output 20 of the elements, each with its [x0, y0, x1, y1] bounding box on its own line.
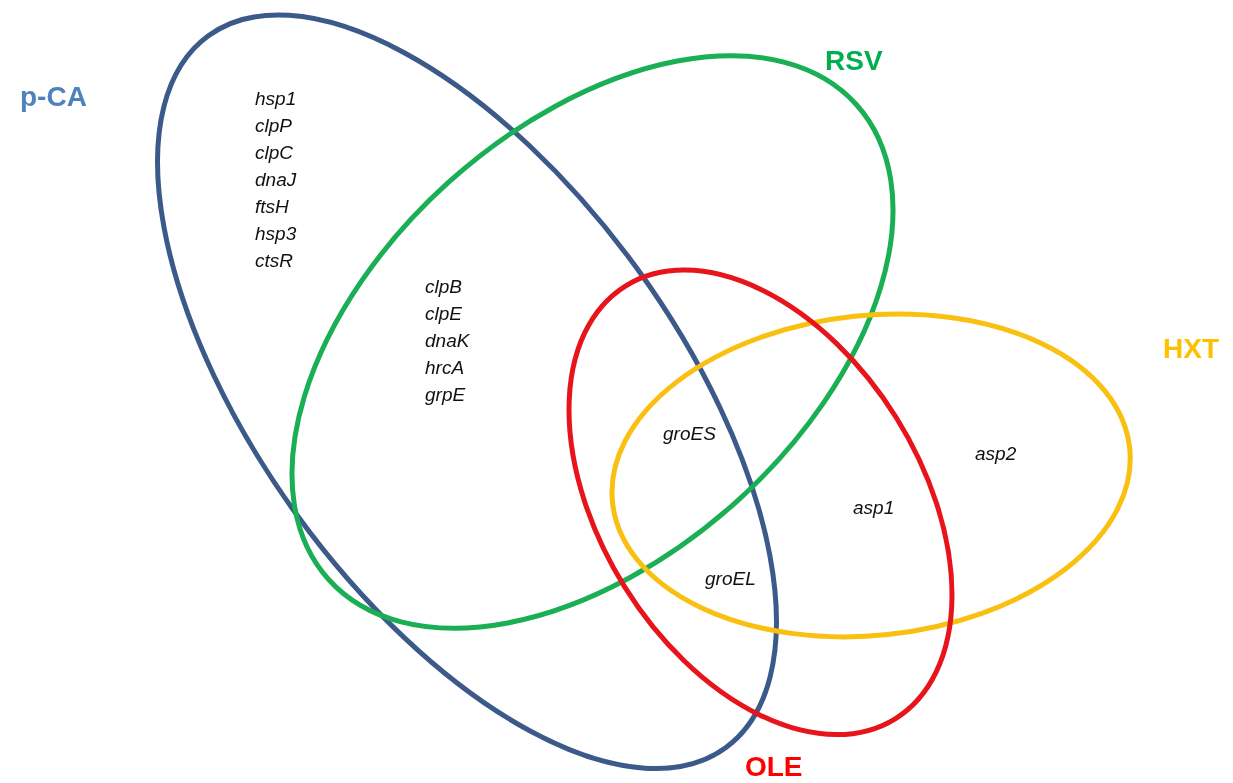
set-label: HXT — [1163, 334, 1219, 364]
gene-name: grpE — [425, 384, 466, 406]
gene-name: dnaJ — [255, 169, 297, 191]
gene-name: clpC — [255, 142, 293, 164]
gene-name: ctsR — [255, 250, 293, 272]
gene-name: groES — [663, 423, 716, 445]
set-label: p-CA — [20, 82, 87, 112]
gene-name: hsp3 — [255, 223, 297, 245]
gene-name: asp2 — [975, 443, 1017, 465]
gene-name: clpB — [425, 276, 462, 298]
gene-name: clpE — [425, 303, 462, 325]
gene-name: dnaK — [425, 330, 470, 352]
gene-name: hrcA — [425, 357, 465, 379]
gene-name: groEL — [705, 568, 756, 590]
set-label: RSV — [825, 46, 883, 76]
gene-name: ftsH — [255, 196, 289, 218]
gene-name: asp1 — [853, 497, 895, 519]
set-label: OLE — [745, 752, 803, 782]
gene-name: clpP — [255, 115, 292, 137]
gene-name: hsp1 — [255, 88, 297, 110]
